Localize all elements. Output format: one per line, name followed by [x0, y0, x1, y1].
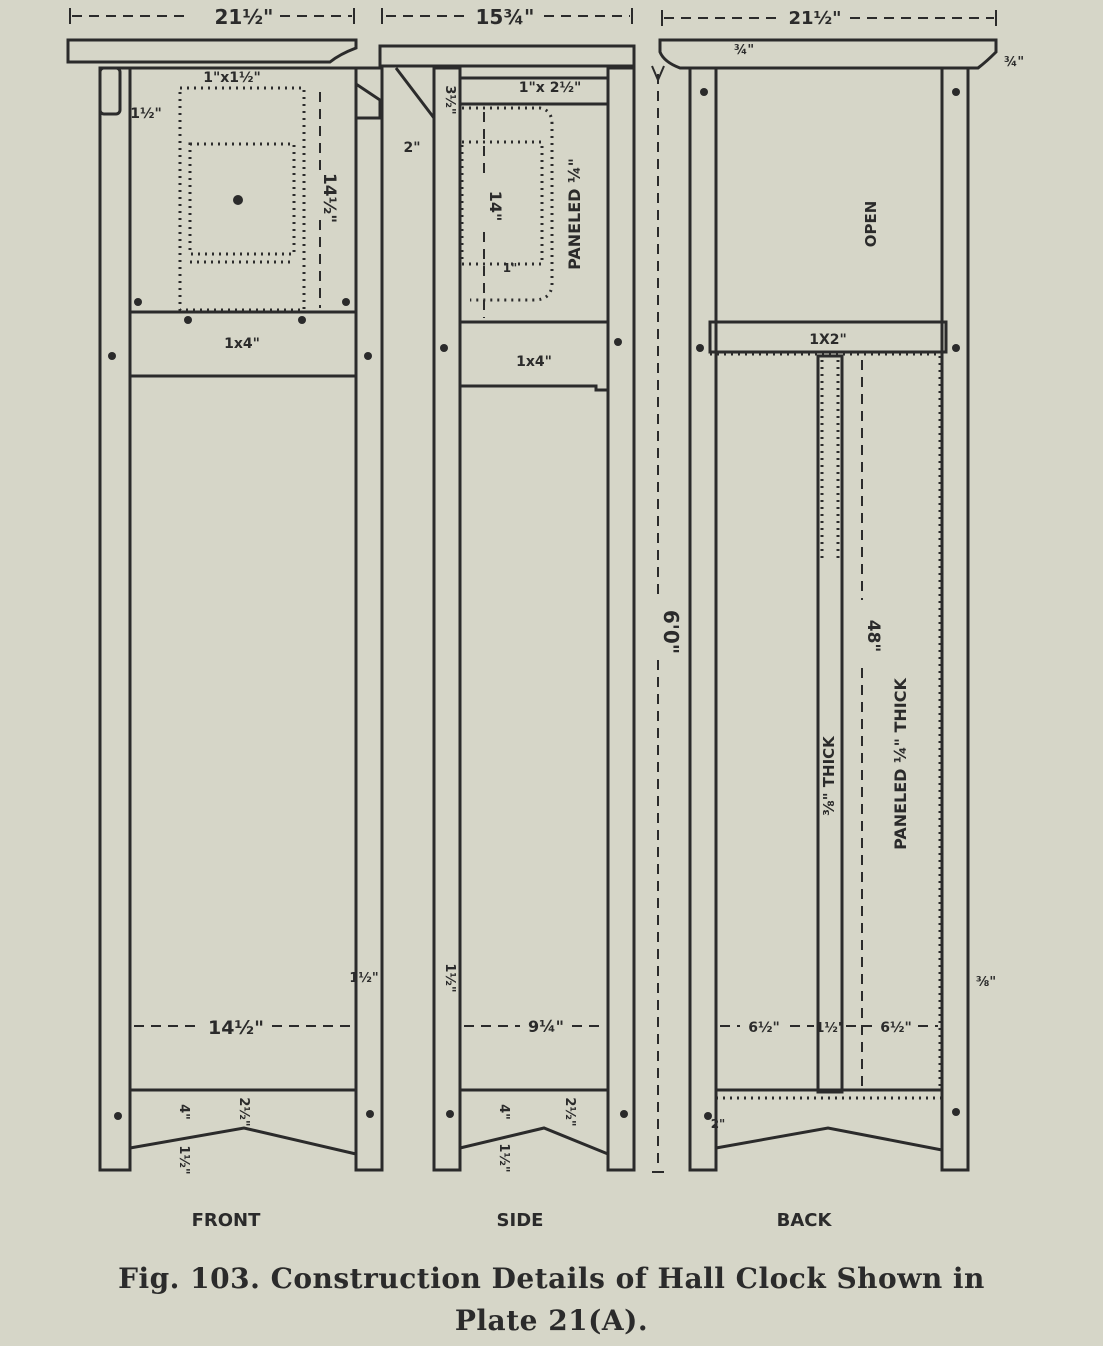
front-bottom-4-label: 4"	[176, 1104, 191, 1120]
back-right-leg-label: ⅜"	[976, 975, 996, 990]
back-left-leg	[688, 66, 718, 1172]
front-nail	[108, 352, 116, 360]
back-left-span-label: 6½"	[748, 1020, 780, 1036]
side-small-1-label: 1"	[503, 261, 518, 275]
back-nail	[700, 88, 708, 96]
back-top-dim-ticks	[661, 10, 997, 26]
figure-caption-line1: Fig. 103. Construction Details of Hall C…	[118, 1262, 985, 1295]
figure-caption-line2: Plate 21(A).	[454, 1304, 649, 1337]
front-dial-center	[233, 195, 243, 205]
back-bottom-arch	[715, 1126, 943, 1152]
front-bottom-2-label: 2½"	[236, 1097, 251, 1126]
side-door-height-label: 14"	[486, 191, 505, 222]
side-dial-opening	[460, 140, 544, 266]
side-left-leg-label: 1½"	[442, 963, 457, 992]
front-top-board	[66, 38, 358, 64]
front-rail-top-label: 1"x1½"	[203, 70, 261, 86]
side-inner-width-label: 9¼"	[528, 1017, 564, 1036]
front-top-width-label: 21½"	[215, 5, 274, 29]
front-nail	[366, 1110, 374, 1118]
side-nail	[614, 338, 622, 346]
front-door-height-label: 14½"	[319, 173, 339, 223]
back-nail	[952, 344, 960, 352]
side-top-2-label: 2"	[403, 140, 420, 156]
front-foot-label: 1½"	[176, 1145, 191, 1174]
side-small-3-label: 3½"	[442, 85, 457, 114]
front-inner-width-label: 14½"	[208, 1017, 264, 1039]
side-view: 15¾" 1"x 2½" 3½" 2" 14" PANELED ¼" 1" 1x…	[378, 5, 683, 1231]
back-open-label: OPEN	[862, 201, 880, 248]
side-top-dim-ticks	[381, 8, 633, 24]
side-bottom-4-label: 4"	[496, 1104, 511, 1120]
back-top-board	[658, 38, 998, 70]
back-nail	[696, 344, 704, 352]
front-left-corbel	[98, 66, 122, 116]
front-right-leg	[354, 66, 384, 1172]
back-center-strip	[816, 354, 844, 1094]
side-nail	[440, 344, 448, 352]
back-nail	[704, 1112, 712, 1120]
front-right-leg-label: 1½"	[349, 971, 378, 986]
side-total-dim-arrow-top	[651, 65, 665, 83]
front-nail	[134, 298, 142, 306]
side-back-leg	[606, 66, 636, 1172]
side-corbel	[394, 67, 436, 119]
side-nail	[620, 1110, 628, 1118]
front-nail	[184, 316, 192, 324]
back-right-leg	[940, 66, 970, 1172]
back-right-span-label: 6½"	[880, 1020, 912, 1036]
back-mid-span-label: 1½"	[815, 1021, 844, 1036]
back-nail	[952, 88, 960, 96]
side-front-leg	[432, 66, 462, 1172]
side-top-width-label: 15¾"	[476, 5, 535, 29]
side-door-outline	[462, 106, 554, 302]
front-left-leg	[98, 66, 132, 1172]
front-nail	[298, 316, 306, 324]
front-top-dim-ticks	[69, 8, 355, 24]
side-nail	[446, 1110, 454, 1118]
back-nail	[952, 1108, 960, 1116]
back-top-overhang-label: ¾"	[734, 43, 754, 58]
back-bottom-small-label: 2"	[711, 1117, 726, 1131]
front-dial-opening	[188, 142, 296, 256]
back-rail-label: 1X2"	[809, 332, 847, 348]
back-rail	[708, 320, 948, 354]
front-view-label: FRONT	[192, 1210, 262, 1231]
side-top-board	[378, 44, 636, 68]
back-view-label: BACK	[777, 1210, 833, 1231]
side-view-label: SIDE	[497, 1210, 544, 1231]
front-mid-rail-label: 1x4"	[224, 336, 260, 352]
side-mid-rail-bottom	[460, 384, 608, 392]
front-door-outline	[178, 86, 306, 312]
side-bottom-arch	[459, 1126, 609, 1156]
back-top-right-label: ¾"	[1004, 55, 1024, 70]
front-nail	[364, 352, 372, 360]
back-strip-thick-label: ⅜" THICK	[820, 735, 838, 816]
side-mid-rail-label: 1x4"	[516, 354, 552, 370]
front-nail	[114, 1112, 122, 1120]
front-bottom-arch	[129, 1126, 357, 1156]
front-nail	[342, 298, 350, 306]
side-bottom-2-label: 2½"	[562, 1097, 577, 1126]
front-view: 21½" 1"x1½" 1½" 14½" 1x4"	[66, 5, 384, 1231]
back-top-width-label: 21½"	[788, 8, 841, 29]
side-rail-top-label: 1"x 2½"	[519, 80, 581, 96]
side-total-height-label: 6'0"	[659, 610, 683, 654]
back-panel-note: PANELED ¼" THICK	[891, 678, 910, 850]
front-right-corbel	[354, 81, 382, 120]
back-height-label: 48"	[863, 620, 883, 653]
back-view: 21½" ¾" ¾" OPEN 1X2" ⅜" THICK 48" PANELE…	[658, 8, 1024, 1231]
side-panel-note: PANELED ¼"	[565, 158, 584, 270]
front-stile-label: 1½"	[130, 106, 162, 122]
side-hood-panel	[458, 102, 610, 324]
side-foot-label: 1½"	[496, 1143, 511, 1172]
